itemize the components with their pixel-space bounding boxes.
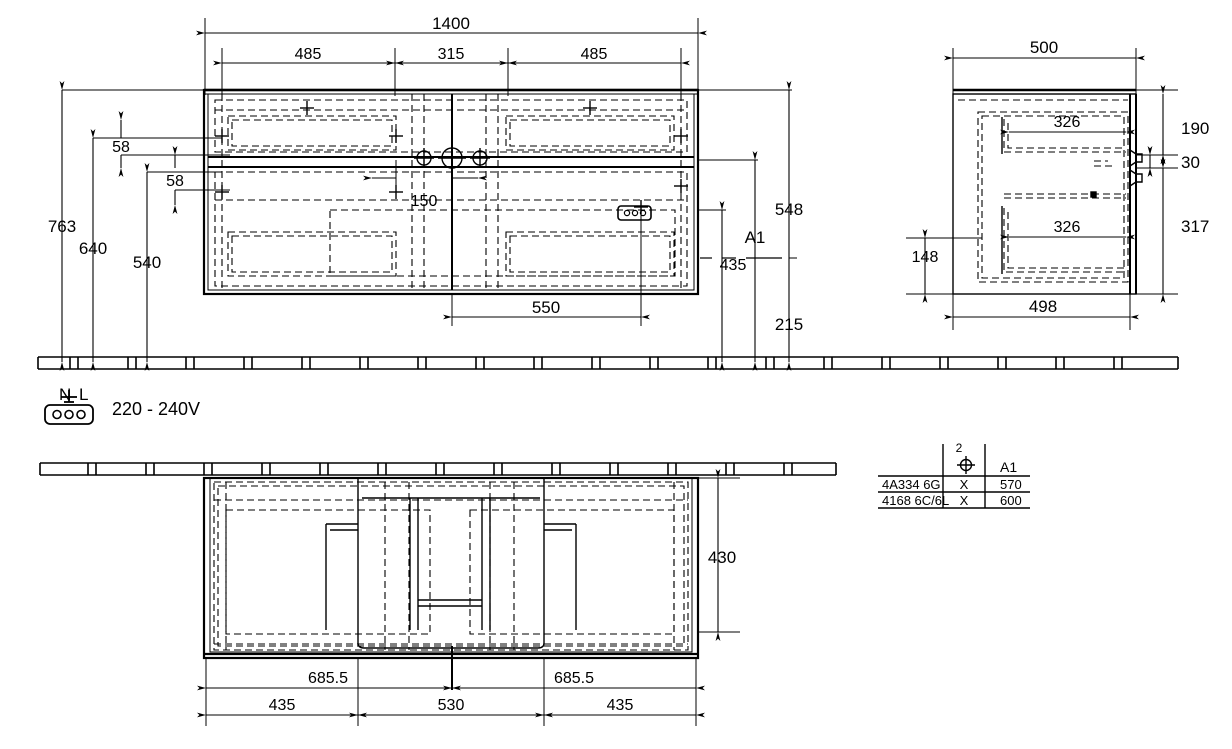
- center-target-icon: [957, 456, 975, 474]
- variant-table-rules: [878, 444, 1030, 509]
- label-voltage: 220 - 240V: [112, 399, 200, 419]
- dim-550: [443, 214, 650, 326]
- earth-ground-icon: [61, 390, 77, 403]
- label-215: 215: [775, 315, 803, 334]
- socket-symbol-legend: [44, 404, 94, 425]
- label-435-left: 435: [269, 697, 296, 714]
- side-drawer-front-edges: [1001, 117, 1097, 274]
- label-table-qty-2: X: [960, 493, 969, 508]
- label-offset-58-upper: 58: [112, 139, 130, 156]
- dim-1400: [196, 18, 707, 95]
- dim-148: [906, 229, 982, 303]
- label-685-right: 685.5: [554, 670, 594, 687]
- dim-side-right: [1136, 85, 1178, 303]
- label-530: 530: [438, 697, 465, 714]
- label-a1-front: A1: [745, 228, 766, 247]
- label-435-front: 435: [720, 257, 747, 274]
- dim-right-heights: [698, 81, 797, 371]
- label-table-a1-1: 570: [1000, 477, 1022, 492]
- plan-cabinet-outline: [202, 476, 700, 660]
- plan-view-group: [39, 462, 837, 726]
- label-435-right: 435: [607, 697, 634, 714]
- dim-chain-685: [197, 658, 705, 712]
- label-height-763: 763: [48, 217, 76, 236]
- label-plan-430: 430: [708, 548, 736, 567]
- dim-498: [944, 294, 1139, 330]
- plan-wall-hatch: [39, 462, 837, 476]
- dimension-text-layer: 1400 485 315 485 763 640 540 58 58 548 A…: [48, 14, 1210, 714]
- variant-table-group: [878, 444, 1030, 509]
- label-live: L: [79, 385, 88, 404]
- label-317: 317: [1181, 217, 1209, 236]
- front-elevation-group: [59, 18, 797, 371]
- dim-left-heights: [59, 81, 230, 371]
- fixing-cross-marks: [215, 101, 688, 214]
- label-table-col-qty: 2: [956, 441, 963, 455]
- label-depth-500: 500: [1030, 38, 1058, 57]
- electrical-symbol-group: [44, 390, 94, 425]
- label-table-col-a1: A1: [1000, 459, 1017, 475]
- upper-drawer-hidden-lines-2: [231, 119, 671, 147]
- label-550: 550: [532, 298, 560, 317]
- dim-150: [363, 160, 487, 186]
- plan-basin-outline: [325, 478, 577, 649]
- label-height-540: 540: [133, 253, 161, 272]
- side-section-group: [906, 48, 1178, 330]
- label-seg-2: 315: [438, 46, 465, 63]
- label-148: 148: [912, 249, 939, 266]
- label-498: 498: [1029, 297, 1057, 316]
- label-offset-58-lower: 58: [166, 173, 184, 190]
- label-table-qty-1: X: [960, 477, 969, 492]
- label-30: 30: [1181, 153, 1200, 172]
- plumbing-connection-marks: [414, 144, 490, 172]
- label-150: 150: [411, 193, 438, 210]
- dim-chain-485-315-485: [213, 48, 690, 96]
- label-548: 548: [775, 200, 803, 219]
- label-190: 190: [1181, 119, 1209, 138]
- dim-430: [698, 469, 740, 641]
- socket-symbol-front: [617, 205, 652, 221]
- label-685-left: 685.5: [308, 670, 348, 687]
- plan-hidden-lines: [213, 481, 689, 651]
- dim-500: [944, 48, 1145, 95]
- label-height-640: 640: [79, 239, 107, 258]
- label-overall-width: 1400: [432, 14, 470, 33]
- dim-chain-435-530-435: [197, 688, 705, 726]
- handle-notch: [1129, 149, 1143, 187]
- label-neutral: N: [59, 385, 71, 404]
- label-drawer-326-lower: 326: [1054, 219, 1081, 236]
- label-table-a1-2: 600: [1000, 493, 1022, 508]
- label-table-model-2: 4168 6C/6L: [882, 493, 949, 508]
- label-seg-3: 485: [581, 46, 608, 63]
- label-table-model-1: 4A334 6G: [882, 477, 941, 492]
- floor-hatch-line: [37, 356, 1179, 370]
- label-seg-1: 485: [295, 46, 322, 63]
- side-hidden-lines: [958, 99, 1129, 283]
- label-drawer-326-upper: 326: [1054, 114, 1081, 131]
- side-cabinet-outline: [952, 88, 1137, 295]
